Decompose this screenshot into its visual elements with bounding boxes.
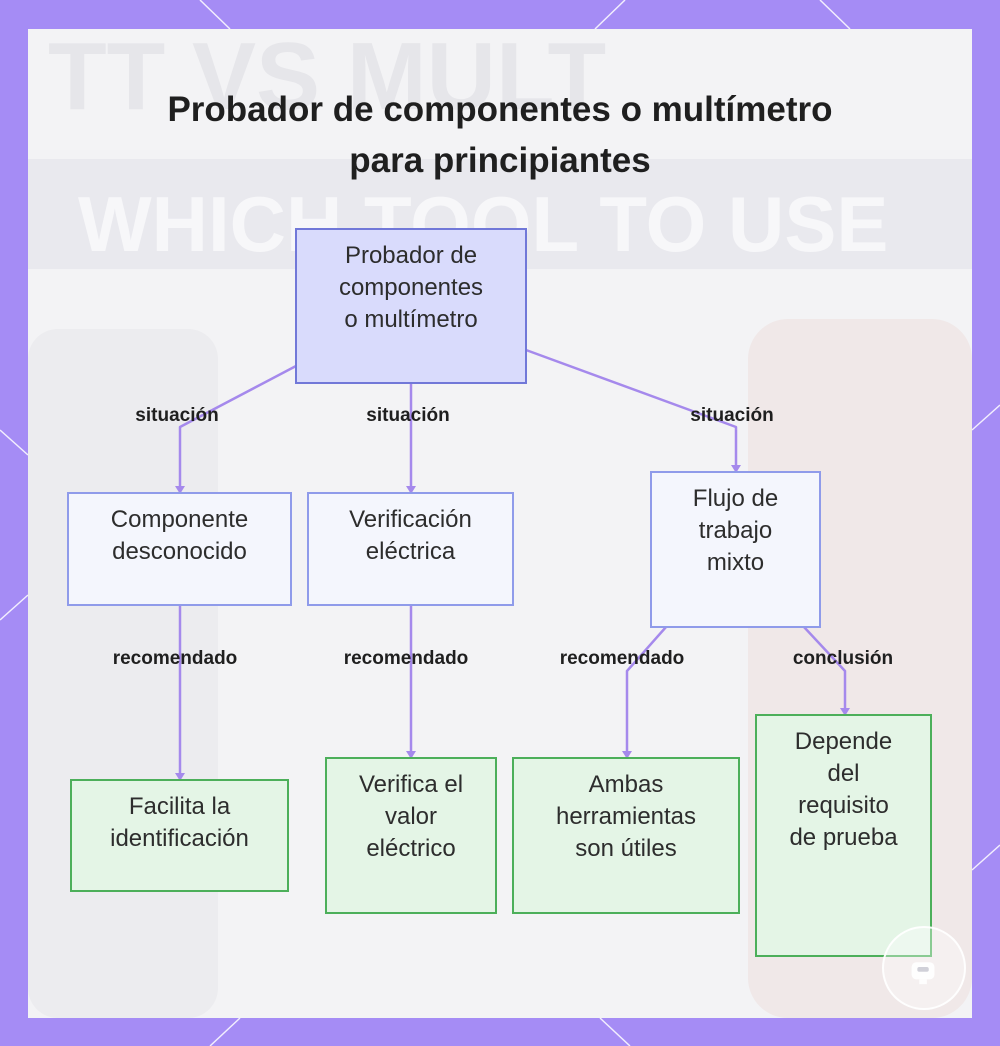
electrical-check-node: Verificación eléctrica [307, 492, 514, 606]
edge-label-unknown-identify: recomendado [112, 648, 238, 669]
edge-label-mixed-depends: conclusión [792, 648, 894, 669]
watermark-badge [882, 926, 966, 1010]
identification-node: Facilita la identificación [70, 779, 289, 892]
robot-icon [911, 962, 935, 985]
edge-label-electrical-value: recomendado [343, 648, 469, 669]
mixed-workflow-node: Flujo de trabajo mixto [650, 471, 821, 628]
electrical-value-label: Verifica el valor eléctrico [358, 771, 464, 862]
background-heading-text: TT VS MULT [48, 29, 606, 130]
unknown-component-label: Componente desconocido [110, 506, 249, 565]
root-node-label: Probador de componentes o multímetro [338, 242, 484, 333]
both-tools-node: Ambas herramientas son útiles [512, 757, 740, 914]
edge-root-mixed [525, 348, 738, 471]
edge-label-root-mixed: situación [690, 405, 774, 426]
diagram-title: Probador de componentes o multímetro par… [167, 90, 833, 180]
edge-mixed-both [625, 626, 667, 757]
test-requirement-label: Depende del requisito de prueba [789, 728, 898, 851]
edge-label-root-unknown: situación [135, 405, 219, 426]
edge-label-root-electrical: situación [366, 405, 450, 426]
both-tools-label: Ambas herramientas son útiles [555, 771, 697, 862]
identification-label: Facilita la identificación [110, 793, 249, 852]
test-requirement-node: Depende del requisito de prueba [755, 714, 932, 957]
edge-label-mixed-both: recomendado [559, 648, 685, 669]
electrical-check-label: Verificación eléctrica [349, 506, 472, 565]
mixed-workflow-label: Flujo de trabajo mixto [692, 485, 779, 576]
root-node: Probador de componentes o multímetro [295, 228, 527, 384]
unknown-component-node: Componente desconocido [67, 492, 292, 606]
electrical-value-node: Verifica el valor eléctrico [325, 757, 497, 914]
edge-root-unknown [178, 364, 297, 492]
edge-mixed-depends [803, 626, 847, 714]
